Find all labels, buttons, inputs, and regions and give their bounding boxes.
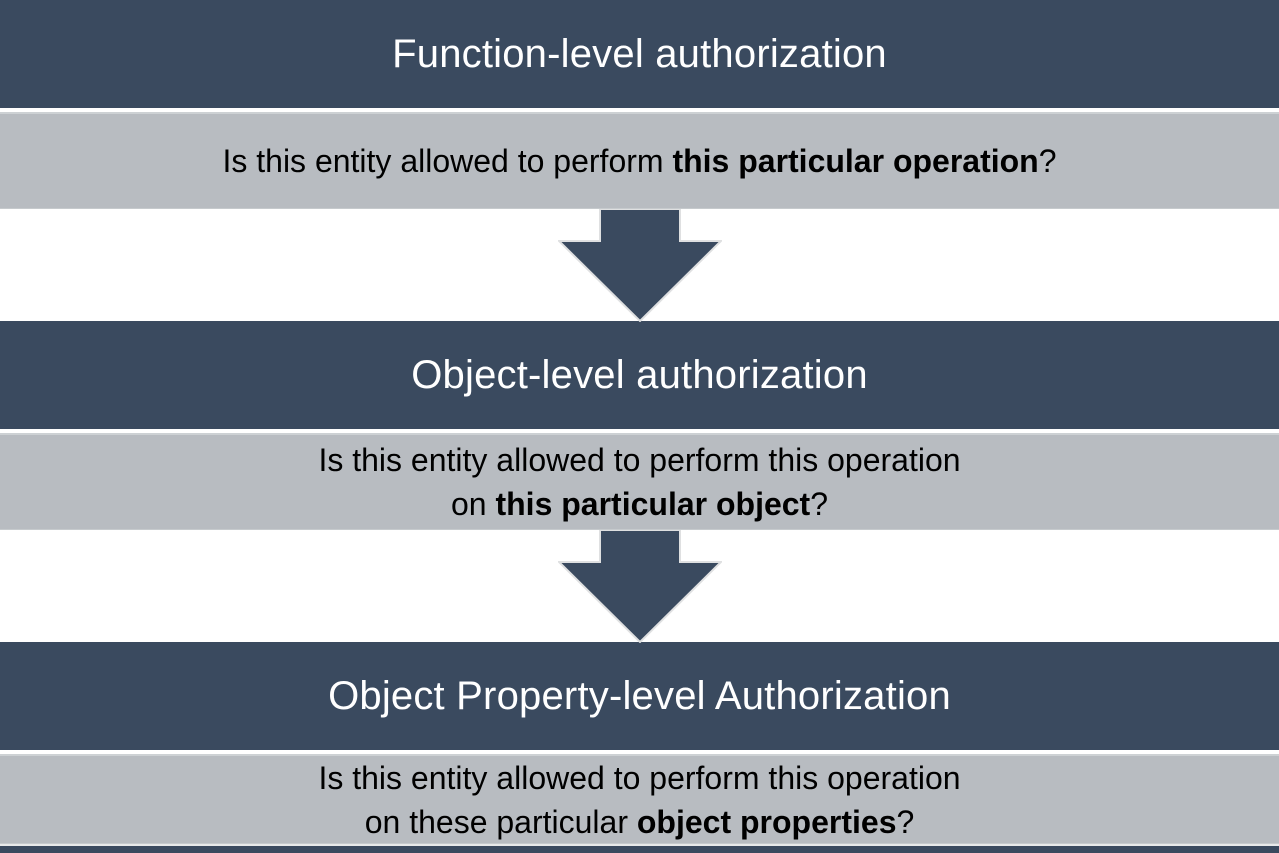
divider [0, 429, 1279, 433]
object-property-level-question-bar: Is this entity allowed to perform this o… [0, 754, 1279, 844]
question-line: Is this entity allowed to perform this o… [318, 756, 960, 800]
object-property-level-title: Object Property-level Authorization [328, 673, 951, 718]
function-level-header: Function-level authorization [0, 0, 1279, 108]
question-text: Is this entity allowed to perform this o… [318, 759, 961, 796]
question-text-bold: this particular object [495, 486, 811, 522]
question-text: Is this entity allowed to perform this o… [318, 442, 961, 478]
question-text: ? [810, 486, 828, 522]
question-text-bold: this particular operation [672, 143, 1039, 179]
arrow-zone [0, 209, 1279, 322]
object-property-level-header: Object Property-level Authorization [0, 642, 1279, 750]
bottom-edge-strip [0, 844, 1279, 853]
divider [0, 750, 1279, 754]
question-line: Is this entity allowed to perform this p… [222, 139, 1056, 183]
down-arrow-icon [557, 530, 722, 643]
question-text: ? [1038, 143, 1057, 179]
question-line: Is this entity allowed to perform this o… [318, 438, 960, 482]
divider [0, 108, 1279, 112]
question-text-bold: object properties [636, 803, 897, 840]
function-level-title: Function-level authorization [392, 31, 887, 76]
question-text: on these particular [364, 803, 637, 840]
question-text: Is this entity allowed to perform [222, 143, 673, 179]
down-arrow-icon [557, 209, 722, 322]
question-text: on [450, 486, 496, 522]
question-text: ? [896, 803, 915, 840]
question-line: on this particular object? [451, 482, 828, 526]
object-level-header: Object-level authorization [0, 321, 1279, 429]
question-line: on these particular object properties? [365, 800, 915, 844]
object-level-title: Object-level authorization [411, 352, 868, 397]
function-level-question-bar: Is this entity allowed to perform this p… [0, 112, 1279, 209]
object-level-question-bar: Is this entity allowed to perform this o… [0, 433, 1279, 530]
arrow-zone [0, 530, 1279, 643]
